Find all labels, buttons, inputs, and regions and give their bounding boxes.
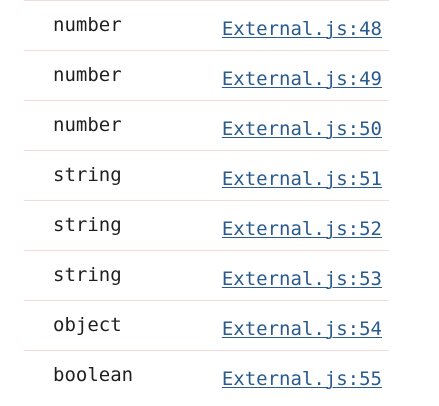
log-message: object [53,314,122,336]
log-message: string [53,214,122,236]
log-message: number [53,14,122,36]
log-message: number [53,64,122,86]
source-link[interactable]: External.js:51 [221,168,382,190]
console-log-row: string External.js:53 [24,251,389,301]
console-log-row: number External.js:50 [24,101,389,151]
console-log-list: number External.js:48 number External.js… [24,0,389,406]
console-log-row: string External.js:51 [24,151,389,201]
console-log-row: string External.js:52 [24,201,389,251]
source-link[interactable]: External.js:54 [221,318,382,340]
console-log-row: boolean External.js:55 [24,351,389,400]
log-message: string [53,264,122,286]
console-log-row: number External.js:49 [24,51,389,101]
source-link[interactable]: External.js:52 [221,218,382,240]
source-link[interactable]: External.js:55 [221,368,382,390]
console-log-row: number External.js:48 [24,1,389,51]
log-message: boolean [53,364,134,386]
source-link[interactable]: External.js:53 [221,268,382,290]
source-link[interactable]: External.js:50 [221,118,382,140]
log-message: string [53,164,122,186]
source-link[interactable]: External.js:49 [221,68,382,90]
console-log-row: object External.js:54 [24,301,389,351]
log-message: number [53,114,122,136]
source-link[interactable]: External.js:48 [221,18,382,40]
